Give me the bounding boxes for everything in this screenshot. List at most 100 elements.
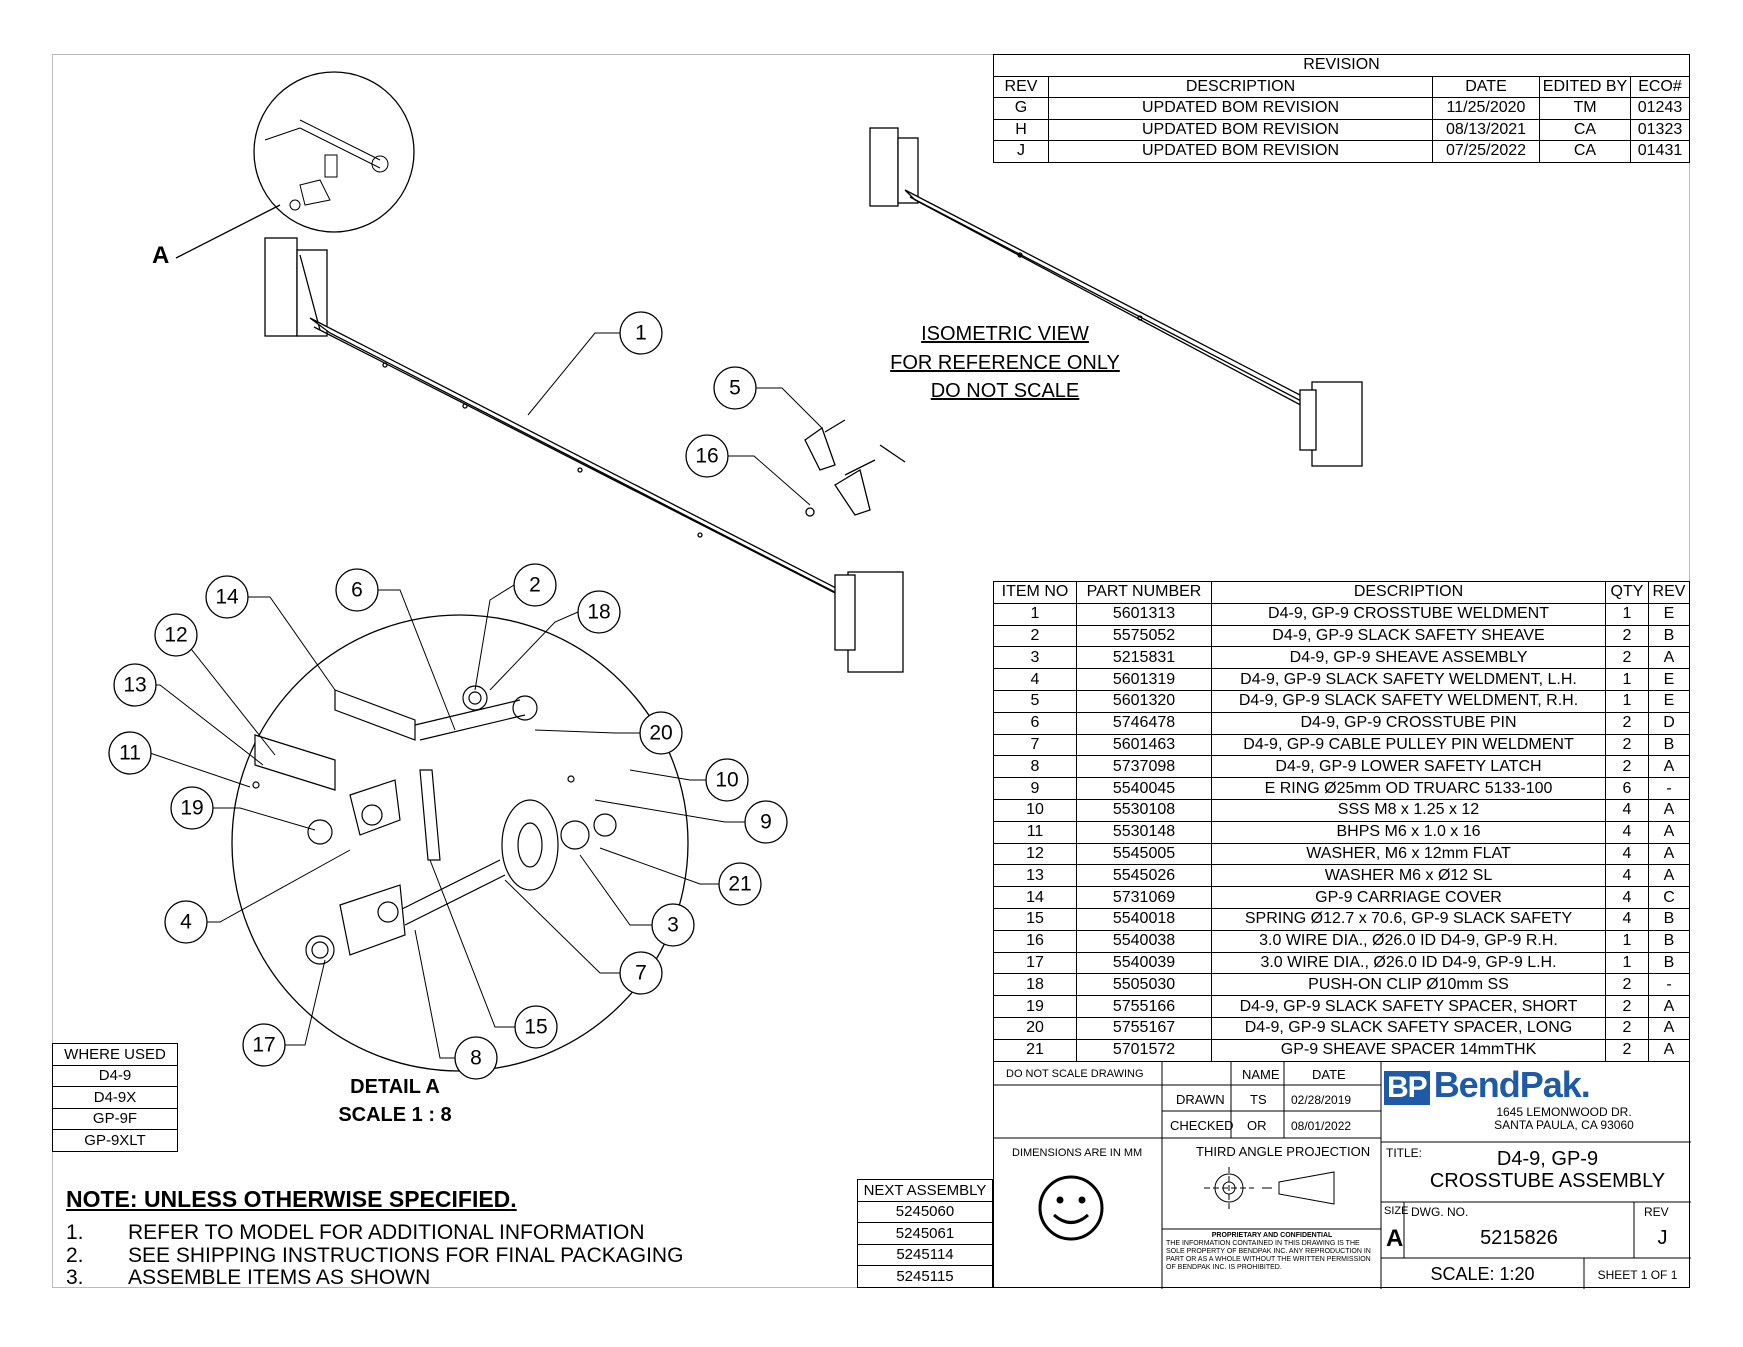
part-number-cell: 5755166 [1076,995,1212,1018]
note-item: 3. ASSEMBLE ITEMS AS SHOWN [66,1266,430,1290]
detail-a-parts [252,685,617,965]
next-assembly-cell: 5245061 [857,1222,993,1245]
item-no-cell: 18 [993,973,1077,997]
rev-cell: B [1648,733,1690,757]
rev-cell: - [1648,777,1690,800]
drawn-name: TS [1250,1092,1267,1107]
rev-cell: A [1648,995,1690,1018]
note-number: 3. [66,1266,84,1289]
where-used-cell: GP-9XLT [52,1129,178,1152]
drawn-date: 02/28/2019 [1291,1093,1352,1107]
dimensions-label: DIMENSIONS ARE IN MM [1012,1147,1143,1159]
part-number-col-header: PART NUMBER [1076,581,1212,604]
item-no-cell: 11 [993,820,1077,844]
qty-cell: 4 [1605,864,1649,888]
part-number-cell: 5540018 [1076,907,1212,931]
description-cell: D4-9, GP-9 CROSSTUBE WELDMENT [1211,602,1606,626]
address-line-2: SANTA PAULA, CA 93060 [1494,1118,1634,1132]
logo-text: BendPak [1433,1064,1582,1105]
rev-cell: B [1648,951,1690,975]
item-no-cell: 3 [993,646,1077,670]
revision-title: REVISION [993,54,1690,77]
description-cell: PUSH-ON CLIP Ø10mm SS [1211,973,1606,997]
part-number-cell: 5575052 [1076,624,1212,648]
description-cell: D4-9, GP-9 SLACK SAFETY SPACER, LONG [1211,1016,1606,1040]
drawing-number: 5215826 [1480,1227,1558,1249]
note-text: SEE SHIPPING INSTRUCTIONS FOR FINAL PACK… [128,1244,684,1267]
balloon-17: 17 [252,1034,275,1057]
iso-line-2: FOR REFERENCE ONLY [890,351,1120,374]
balloon-11: 11 [119,742,141,765]
slack-safety-parts-small [804,419,906,517]
date-col-header: DATE [1432,75,1540,98]
bom-description-col-header: DESCRIPTION [1211,581,1606,604]
description-cell: WASHER M6 x Ø12 SL [1211,864,1606,888]
part-number-cell: 5530148 [1076,820,1212,844]
item-no-cell: 7 [993,733,1077,757]
qty-cell: 4 [1605,842,1649,866]
description-cell: D4-9, GP-9 SLACK SAFETY WELDMENT, R.H. [1211,689,1606,713]
description-cell: D4-9, GP-9 SLACK SAFETY SHEAVE [1211,624,1606,648]
where-used-row: D4-9X [52,1086,178,1109]
balloon-14: 14 [215,586,239,609]
rev-cell: B [1648,907,1690,931]
qty-cell: 2 [1605,646,1649,670]
item-no-cell: 2 [993,624,1077,648]
qty-cell: 2 [1605,1038,1649,1062]
qty-cell: 4 [1605,907,1649,931]
bom-header-row: ITEM NO PART NUMBER DESCRIPTION QTY REV [993,581,1690,604]
rev-cell: E [1648,668,1690,691]
qty-col-header: QTY [1605,581,1649,604]
part-number-cell: 5540039 [1076,951,1212,975]
item-no-cell: 15 [993,907,1077,931]
rev-cell: C [1648,886,1690,909]
rev-cell: - [1648,973,1690,997]
where-used-row: GP-9XLT [52,1129,178,1152]
part-number-cell: 5545005 [1076,842,1212,866]
description-cell: UPDATED BOM REVISION [1048,140,1433,163]
checked-name: OR [1247,1118,1267,1133]
notes-heading: NOTE: UNLESS OTHERWISE SPECIFIED. [66,1186,517,1213]
rev-cell: A [1648,1016,1690,1040]
balloon-9: 9 [760,811,772,834]
qty-cell: 1 [1605,668,1649,691]
notes-heading-period: . [510,1186,517,1212]
description-cell: UPDATED BOM REVISION [1048,97,1433,120]
crosstube-main [264,237,904,673]
balloon-10: 10 [715,769,738,792]
note-text: ASSEMBLE ITEMS AS SHOWN [128,1266,431,1289]
balloon-20: 20 [649,722,672,745]
balloon-4: 4 [180,911,192,934]
balloon-1: 1 [635,322,647,345]
rev-cell: E [1648,689,1690,713]
description-cell: D4-9, GP-9 SLACK SAFETY WELDMENT, L.H. [1211,668,1606,691]
next-assembly-header: NEXT ASSEMBLY [857,1179,993,1202]
drawing-rev: J [1657,1227,1668,1249]
item-no-cell: 5 [993,689,1077,713]
detail-title-line-2: SCALE 1 : 8 [338,1104,452,1126]
logo-suffix: . [1580,1064,1591,1105]
rev-cell: D [1648,711,1690,735]
where-used-row: GP-9F [52,1107,178,1130]
rev-cell: G [993,97,1049,120]
where-used-header: WHERE USED [52,1043,178,1066]
balloon-3: 3 [667,914,679,937]
projection-label: THIRD ANGLE PROJECTION [1196,1144,1371,1159]
item-no-cell: 9 [993,777,1077,800]
qty-cell: 4 [1605,886,1649,909]
description-cell: D4-9, GP-9 CABLE PULLEY PIN WELDMENT [1211,733,1606,757]
part-number-cell: 5545026 [1076,864,1212,888]
sheet-number: SHEET 1 OF 1 [1597,1268,1678,1282]
qty-cell: 1 [1605,602,1649,626]
rev-cell: H [993,118,1049,141]
